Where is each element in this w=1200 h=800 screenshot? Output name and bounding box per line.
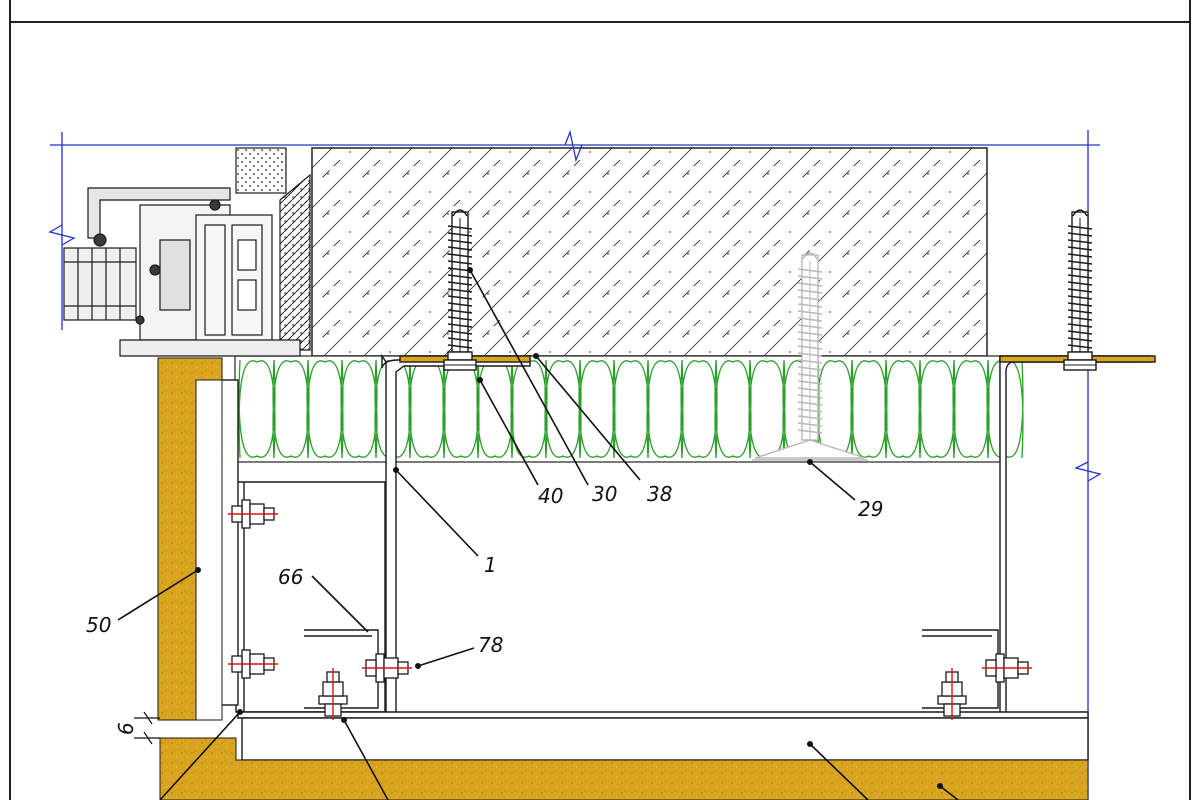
callout-30: 30 [592,482,617,506]
wall-anchor-right [1063,209,1097,371]
leader-lines [117,266,959,800]
insulation-layer [234,355,1024,463]
callout-66: 66 [278,565,303,589]
bolt-connections [228,499,1032,720]
callout-38: 38 [647,482,672,506]
wall-anchor-left [443,209,477,371]
cladding-strips [157,357,1089,800]
callout-50: 50 [86,613,111,637]
joint-gap-label: 6 [114,722,138,735]
callout-40: 40 [538,484,563,508]
insulation-dowel [752,252,868,461]
callout-78: 78 [478,633,503,657]
window-frame-profile [63,147,311,357]
callout-1: 1 [484,553,497,577]
joint-gap-dimension [134,711,160,745]
callout-29: 29 [858,497,883,521]
concrete-wall [311,147,988,357]
sheet-frame [9,0,1191,800]
